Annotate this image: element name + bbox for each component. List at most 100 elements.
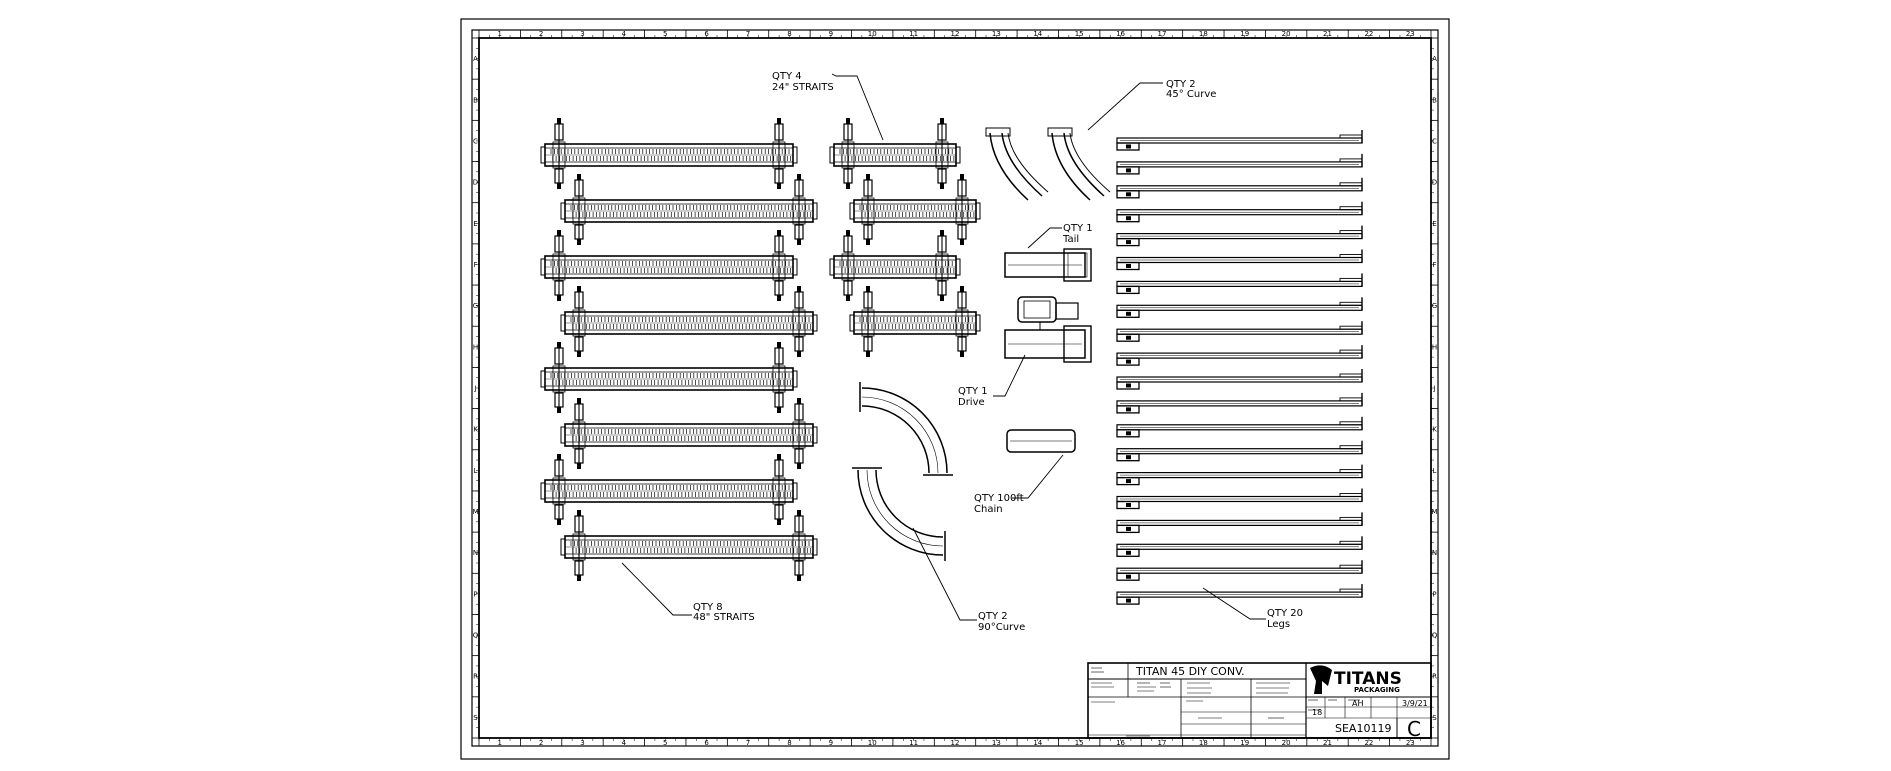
- tail-part: [1004, 248, 1092, 282]
- leg-part: [1116, 512, 1363, 534]
- leader-drive: [993, 354, 1026, 397]
- zone-row-label: R: [1432, 673, 1437, 681]
- drawing-number: SEA10119: [1335, 722, 1391, 735]
- callout-straits-48-qty: QTY 8: [693, 602, 723, 613]
- leg-part: [1116, 584, 1363, 605]
- callout-straits-24-qty: QTY 4: [772, 71, 802, 82]
- zone-column-label: 22: [1364, 739, 1373, 747]
- leg-part: [1116, 369, 1363, 390]
- zone-column-label: 6: [704, 30, 709, 38]
- callout-legs-qty: QTY 20: [1267, 608, 1303, 619]
- straight-conveyor-section: [829, 230, 961, 301]
- callout-straits-48-desc: 48" STRAITS: [693, 612, 755, 623]
- zone-row-label: C: [473, 137, 478, 145]
- zone-row-label: D: [473, 179, 478, 187]
- leg-part: [1116, 488, 1363, 510]
- leg-part: [1116, 130, 1363, 151]
- curve-90-group: [852, 382, 953, 561]
- callout-curve-90-desc: 90°Curve: [978, 622, 1025, 633]
- drawn-by-value: AH: [1352, 699, 1364, 708]
- zone-column-label: 13: [992, 30, 1001, 38]
- helmet-icon: [1310, 665, 1332, 694]
- leg-part: [1116, 392, 1363, 414]
- zone-row-label: N: [1432, 549, 1437, 557]
- leg-part: [1116, 201, 1363, 223]
- straight-conveyor-section: [849, 174, 981, 245]
- zone-column-label: 16: [1116, 739, 1125, 747]
- straits-24-group: [829, 118, 981, 357]
- title-block-fine-print: [1091, 667, 1360, 737]
- zone-row-label: H: [1432, 343, 1437, 351]
- zone-column-label: 2: [539, 30, 543, 38]
- zone-row-label: J: [473, 385, 476, 393]
- zone-column-label: 4: [622, 30, 627, 38]
- zone-column-label: 9: [829, 739, 833, 747]
- zone-column-label: 8: [787, 739, 791, 747]
- zone-row-label: Q: [473, 632, 479, 640]
- sheet-inner-border: [471, 29, 1439, 747]
- zone-row-label: M: [472, 508, 478, 516]
- callout-drive-desc: Drive: [958, 397, 985, 408]
- zone-row-label: E: [473, 220, 477, 228]
- zone-column-label: 12: [951, 739, 960, 747]
- curve-45-group: [985, 127, 1111, 201]
- zone-row-label: H: [473, 343, 478, 351]
- callout-straits-24-desc: 24" STRAITS: [772, 82, 834, 93]
- leg-part: [1116, 321, 1363, 342]
- leader-chain: [1012, 454, 1064, 499]
- zone-row-label: Q: [1432, 632, 1438, 640]
- leg-part: [1116, 560, 1363, 581]
- zone-column-label: 1: [497, 30, 501, 38]
- straits-48-group: [540, 118, 818, 581]
- zone-column-label: 18: [1199, 30, 1208, 38]
- zone-column-label: 15: [1075, 739, 1084, 747]
- leg-part: [1116, 297, 1363, 318]
- rev-value: 18: [1312, 708, 1322, 717]
- sheet-outer-border: [460, 18, 1450, 760]
- curve-45-part: [985, 127, 1049, 201]
- leg-part: [1116, 249, 1363, 271]
- zone-row-label: J: [1432, 385, 1435, 393]
- zone-column-label: 13: [992, 739, 1001, 747]
- callout-chain-qty: QTY 100ft: [974, 493, 1024, 504]
- zone-column-label: 22: [1364, 30, 1373, 38]
- zone-row-label: K: [473, 426, 478, 434]
- zone-row-label: P: [1432, 590, 1436, 598]
- callout-curve-90-qty: QTY 2: [978, 611, 1008, 622]
- zone-column-label: 4: [622, 739, 627, 747]
- zone-column-label: 21: [1323, 739, 1332, 747]
- leg-part: [1116, 153, 1363, 175]
- zone-row-label: G: [1432, 302, 1437, 310]
- date-value: 3/9/21: [1402, 699, 1428, 708]
- zone-column-label: 3: [580, 30, 584, 38]
- zone-row-label: D: [1432, 179, 1437, 187]
- straight-conveyor-section: [540, 118, 798, 189]
- straight-conveyor-section: [849, 286, 981, 357]
- zone-column-label: 9: [829, 30, 833, 38]
- straight-conveyor-section: [829, 118, 961, 189]
- callout-tail-qty: QTY 1: [1063, 223, 1093, 234]
- leg-part: [1116, 225, 1363, 247]
- zone-labels: 1122334455667788991010111112121313141415…: [472, 30, 1437, 747]
- callout-tail-desc: Tail: [1062, 234, 1079, 245]
- zone-column-label: 6: [704, 739, 709, 747]
- drawing-title: TITAN 45 DIY CONV.: [1135, 665, 1245, 678]
- callout-curve-45-desc: 45° Curve: [1166, 89, 1216, 100]
- zone-column-label: 12: [951, 30, 960, 38]
- leg-part: [1116, 464, 1363, 486]
- leg-part: [1116, 416, 1363, 438]
- leader-curve-90: [912, 527, 977, 621]
- zone-column-label: 17: [1157, 30, 1166, 38]
- leg-part: [1116, 177, 1363, 199]
- straight-conveyor-section: [540, 230, 798, 301]
- zone-row-label: L: [474, 467, 478, 475]
- straight-conveyor-section: [560, 398, 818, 469]
- callout-curve-45-qty: QTY 2: [1166, 79, 1196, 90]
- leader-straits-48: [621, 562, 692, 616]
- callout-chain-desc: Chain: [974, 504, 1003, 515]
- leader-lines: [621, 73, 1266, 621]
- legs-group: [1116, 130, 1363, 605]
- zone-row-label: F: [473, 261, 477, 269]
- zone-column-label: 11: [909, 739, 918, 747]
- curve-90-lower: [852, 467, 946, 561]
